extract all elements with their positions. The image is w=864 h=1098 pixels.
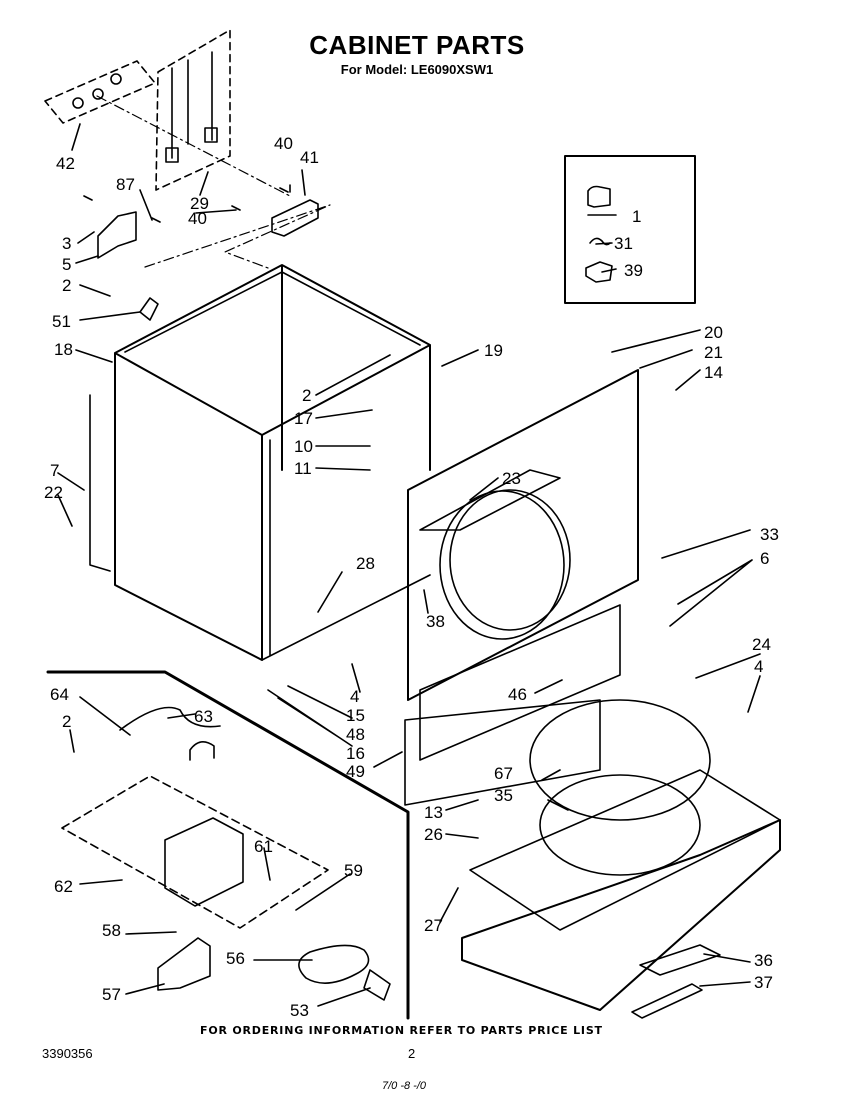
callout-21: 21 <box>704 343 723 362</box>
callout-11: 11 <box>294 459 312 478</box>
callout-6: 6 <box>760 549 769 568</box>
callout-61: 61 <box>254 837 273 856</box>
date-mark: 7/0 -8 -/0 <box>382 1080 427 1092</box>
callout-37: 37 <box>754 973 773 992</box>
ordering-footer: FOR ORDERING INFORMATION REFER TO PARTS … <box>200 1024 603 1037</box>
callout-17: 17 <box>294 409 313 428</box>
part-87-shield <box>97 211 137 259</box>
callout-14: 14 <box>704 363 723 382</box>
part-49-panel <box>404 699 601 806</box>
callout-51: 51 <box>52 312 71 331</box>
door-opening <box>449 489 571 631</box>
callout-4-right: 4 <box>754 657 763 676</box>
part-29-group <box>155 29 231 191</box>
part-31-spring <box>589 237 611 246</box>
part-51 <box>139 297 159 321</box>
callout-46: 46 <box>508 685 527 704</box>
callout-36: 36 <box>754 951 773 970</box>
callout-20: 20 <box>704 323 723 342</box>
cabinet-shell <box>114 264 431 661</box>
callout-40-left: 40 <box>188 209 207 228</box>
callout-31: 31 <box>614 234 633 253</box>
callout-40-top: 40 <box>274 134 293 153</box>
part-67-belt <box>529 699 711 821</box>
document-number: 3390356 <box>42 1046 93 1061</box>
base-top <box>469 769 781 931</box>
part-56-belt <box>298 944 370 984</box>
part-35-seal <box>539 774 701 876</box>
callout-1: 1 <box>632 207 641 226</box>
callout-33: 33 <box>760 525 779 544</box>
callout-2-lower: 2 <box>62 712 71 731</box>
part-1-clip <box>587 185 611 208</box>
callout-19: 19 <box>484 341 503 360</box>
callout-27: 27 <box>424 916 443 935</box>
callout-3: 3 <box>62 234 71 253</box>
toe-panel <box>419 604 621 761</box>
motor <box>164 817 244 907</box>
part-62-group <box>61 775 329 929</box>
callout-24: 24 <box>752 635 771 654</box>
page-number: 2 <box>408 1046 416 1061</box>
part-41-bracket <box>271 199 319 237</box>
part-53 <box>363 969 391 1001</box>
callout-41: 41 <box>300 148 319 167</box>
callout-16: 16 <box>346 744 365 763</box>
callout-18: 18 <box>54 340 73 359</box>
callout-62: 62 <box>54 877 73 896</box>
callout-10: 10 <box>294 437 313 456</box>
part-37 <box>631 983 703 1019</box>
callout-56: 56 <box>226 949 245 968</box>
callout-13: 13 <box>424 803 443 822</box>
callout-58: 58 <box>102 921 121 940</box>
callout-22: 22 <box>44 483 63 502</box>
callout-28: 28 <box>356 554 375 573</box>
callout-29: 29 <box>190 194 209 213</box>
callout-64: 64 <box>50 685 69 704</box>
callout-2-cabinet: 2 <box>302 386 311 405</box>
callout-4-left: 4 <box>350 687 359 706</box>
callout-39: 39 <box>624 261 643 280</box>
callout-53: 53 <box>290 1001 309 1020</box>
callout-35: 35 <box>494 786 513 805</box>
callout-2-upper: 2 <box>62 276 71 295</box>
callout-67: 67 <box>494 764 513 783</box>
callout-38: 38 <box>426 612 445 631</box>
section-divider <box>46 670 410 1020</box>
part-57-bracket <box>157 937 211 991</box>
callout-59: 59 <box>344 861 363 880</box>
front-panel <box>407 369 639 701</box>
part-36 <box>639 944 721 976</box>
inset-box <box>564 155 696 304</box>
part-64-harness <box>119 706 221 731</box>
callout-48: 48 <box>346 725 365 744</box>
callout-5: 5 <box>62 255 71 274</box>
callout-42: 42 <box>56 154 75 173</box>
callout-26: 26 <box>424 825 443 844</box>
callout-87: 87 <box>116 175 135 194</box>
callout-7: 7 <box>50 461 59 480</box>
part-39-bracket <box>585 261 613 283</box>
page-title: CABINET PARTS <box>309 30 525 60</box>
cabinet-base <box>461 819 781 1011</box>
part-42-group <box>44 60 156 124</box>
callout-15: 15 <box>346 706 365 725</box>
part-63-clip <box>189 741 215 761</box>
callout-63: 63 <box>194 707 213 726</box>
model-subtitle: For Model: LE6090XSW1 <box>340 62 494 77</box>
callout-49: 49 <box>346 762 365 781</box>
callout-57: 57 <box>102 985 121 1004</box>
callout-23: 23 <box>502 469 521 488</box>
